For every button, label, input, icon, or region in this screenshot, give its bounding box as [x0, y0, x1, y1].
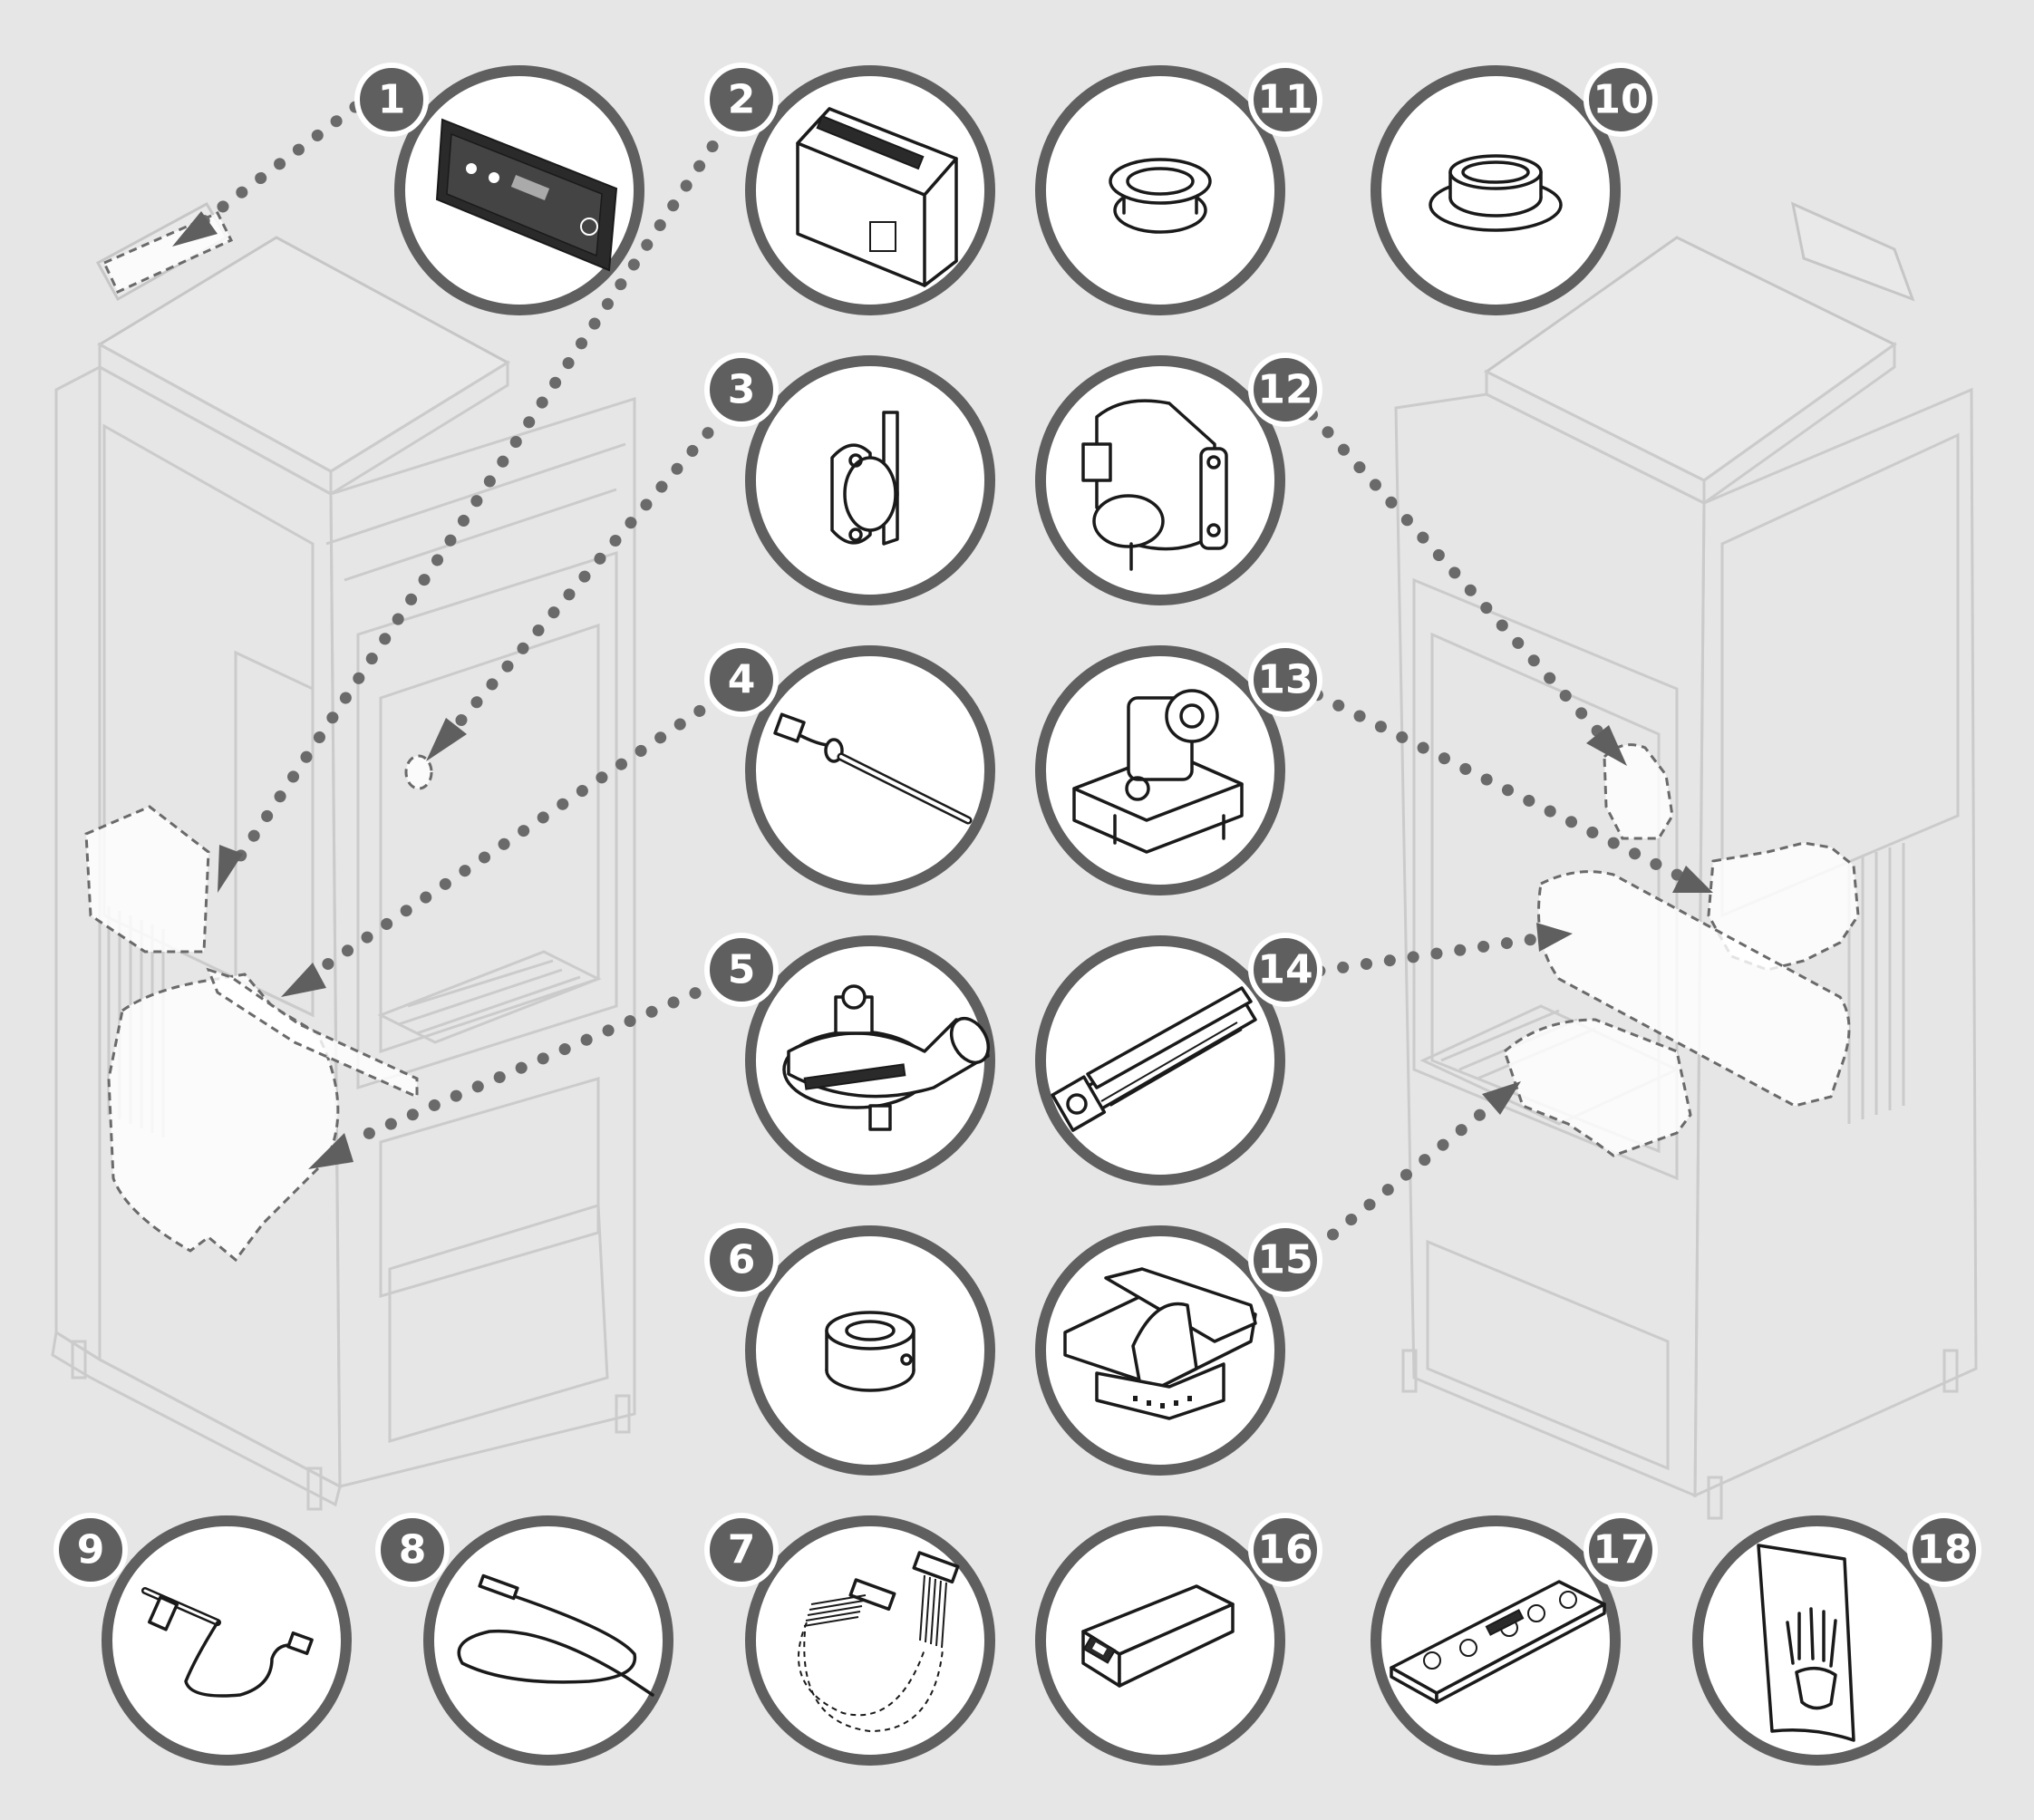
stove-right-view [1394, 201, 1978, 1520]
leader-3 [447, 391, 745, 736]
part-number-label: 7 [728, 1527, 756, 1573]
part-number-badge [1248, 353, 1322, 427]
gasket-ring-large-icon [1429, 154, 1563, 232]
leader-12 [1290, 391, 1611, 745]
part-number-badge [1248, 933, 1322, 1007]
right-stove-highlights [1503, 743, 1860, 1157]
leader-14 [1290, 932, 1547, 981]
part-number-badge [704, 1513, 779, 1587]
brazier-icon [1063, 1267, 1257, 1420]
zone-pressure-switch [1603, 743, 1674, 840]
part-number-label: 6 [728, 1237, 756, 1283]
part-number-badge [704, 353, 779, 427]
part-number-badge [354, 63, 429, 137]
part-12: 12 [1035, 353, 1322, 605]
part-7: 7 [704, 1513, 995, 1766]
zone-brazier [1503, 1018, 1692, 1157]
zone-temperature-probe [206, 967, 419, 1099]
part-number-badge [53, 1513, 128, 1587]
part-number-label: 17 [1593, 1527, 1648, 1573]
tangential-fan-icon [1051, 986, 1257, 1132]
part-number-label: 4 [728, 657, 756, 703]
part-4: 4 [704, 643, 995, 895]
part-number-label: 15 [1257, 1237, 1312, 1283]
ignition-resistor-icon [141, 1587, 314, 1698]
part-number-badge [1248, 1513, 1322, 1587]
leader-13 [1290, 678, 1692, 886]
leader-15 [1290, 1099, 1497, 1271]
remote-control-icon [1390, 1580, 1606, 1704]
zone-tangential-fan [1537, 870, 1851, 1108]
part-number-badge [704, 933, 779, 1007]
leader-1 [184, 101, 362, 237]
temperature-probe-icon [773, 712, 973, 825]
part-number-badge [1584, 63, 1658, 137]
gear-motor-icon [1072, 689, 1244, 854]
part-number-label: 9 [77, 1527, 105, 1573]
control-panel-icon [435, 118, 618, 272]
leader-5 [343, 968, 745, 1148]
part-number-badge [1248, 643, 1322, 717]
part-number-label: 16 [1257, 1527, 1312, 1573]
part-number-label: 11 [1257, 77, 1312, 123]
part-3: 3 [704, 353, 995, 605]
gasket-ring-small-icon [1109, 158, 1212, 234]
part-number-badge [704, 63, 779, 137]
part-number-label: 13 [1257, 657, 1312, 703]
leader-lines [172, 101, 1713, 1271]
part-2: 2 [704, 63, 995, 315]
part-number-badge [1584, 1513, 1658, 1587]
ferrite-ring-icon [825, 1311, 915, 1392]
part-number-label: 10 [1593, 77, 1648, 123]
part-number-label: 12 [1257, 367, 1312, 413]
zone-safety-thermostat [404, 754, 433, 790]
part-9: 9 [53, 1513, 352, 1766]
zone-electronic-board [84, 805, 210, 954]
part-number-label: 14 [1257, 947, 1312, 993]
part-number-badge [1248, 1223, 1322, 1297]
part-number-label: 2 [728, 77, 756, 123]
part-16: 16 [1035, 1513, 1322, 1766]
part-10: 10 [1371, 63, 1658, 315]
pressure-switch-icon [1081, 399, 1228, 571]
part-number-badge [704, 1223, 779, 1297]
flat-cable-icon [798, 1551, 960, 1733]
part-15: 15 [1035, 1223, 1322, 1476]
part-number-label: 18 [1916, 1527, 1971, 1573]
part-number-label: 5 [728, 947, 756, 993]
part-11: 11 [1035, 63, 1322, 315]
part-number-badge [375, 1513, 450, 1587]
part-number-label: 1 [378, 77, 406, 123]
part-number-label: 3 [728, 367, 756, 413]
part-1: 1 [354, 63, 644, 315]
part-5: 5 [704, 933, 995, 1186]
leader-4 [306, 678, 745, 981]
part-number-badge [1907, 1513, 1981, 1587]
part-18: 18 [1692, 1513, 1981, 1766]
part-6: 6 [704, 1223, 995, 1476]
instruction-tag-icon [1757, 1544, 1855, 1742]
part-17: 17 [1371, 1513, 1658, 1766]
part-number-badge [1248, 63, 1322, 137]
zone-smoke-extractor [107, 973, 340, 1263]
smoke-extractor-fan-icon [782, 984, 991, 1131]
part-number-label: 8 [399, 1527, 427, 1573]
part-13: 13 [1035, 643, 1322, 895]
thermocouple-icon [457, 1573, 654, 1697]
part-14: 14 [1035, 933, 1322, 1186]
electronic-board-icon [796, 107, 958, 287]
wifi-module-icon [1081, 1584, 1235, 1688]
part-8: 8 [375, 1513, 673, 1766]
part-number-badge [704, 643, 779, 717]
safety-thermostat-icon [830, 411, 899, 546]
